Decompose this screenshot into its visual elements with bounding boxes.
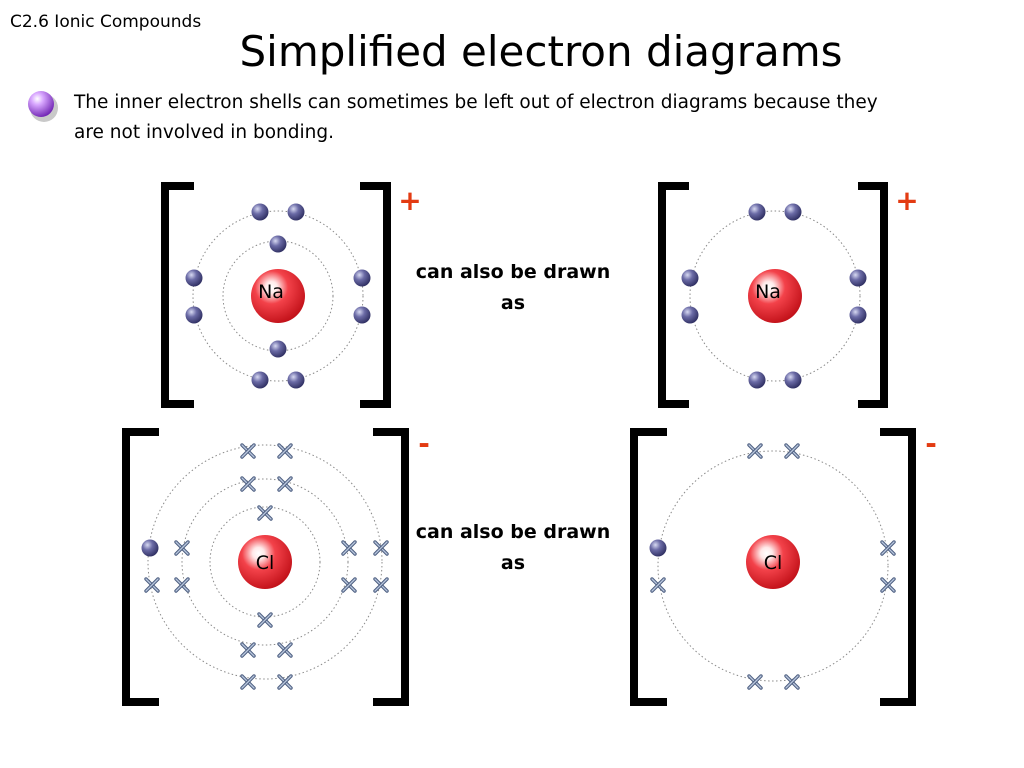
electron-shell-3	[147, 444, 383, 680]
electron-cross	[240, 443, 256, 459]
electron-dot	[849, 269, 867, 287]
chlorine-charge-label: -	[418, 427, 430, 460]
electron-dot	[185, 306, 203, 324]
electron-dot	[353, 306, 371, 324]
left-bracket	[122, 428, 159, 706]
electron-cross-group	[144, 443, 389, 690]
electron-cross	[257, 612, 273, 628]
electron-cross	[341, 577, 357, 593]
chlorine-symbol: Cl	[256, 552, 275, 574]
chlorine-relation-line-2: as	[501, 552, 525, 574]
right-bracket	[373, 428, 409, 706]
electron-cross	[277, 443, 293, 459]
electron-dot	[784, 203, 802, 221]
electron-cross	[650, 577, 666, 593]
chloride-ion-simplified-diagram: - Cl	[630, 427, 937, 706]
sodium-symbol: Na	[258, 281, 284, 303]
sodium-ion-simplified-diagram: + Na	[658, 182, 919, 408]
sodium-charge-label: +	[398, 184, 421, 217]
gained-electron-dot	[649, 539, 667, 557]
electron-dot	[681, 269, 699, 287]
electron-dot	[748, 203, 766, 221]
right-bracket	[360, 182, 391, 408]
electron-cross	[784, 674, 800, 690]
electron-shell-2	[181, 478, 349, 646]
electron-cross	[240, 642, 256, 658]
electron-dot	[849, 306, 867, 324]
electron-cross	[880, 540, 896, 556]
electron-cross	[257, 505, 273, 521]
sodium-relation-line-1: can also be drawn	[416, 261, 611, 283]
electron-cross	[747, 443, 763, 459]
electron-cross	[277, 476, 293, 492]
electron-dot	[287, 371, 305, 389]
chlorine-relation-line-1: can also be drawn	[416, 521, 611, 543]
electron-cross	[277, 674, 293, 690]
chlorine-nucleus	[238, 535, 292, 589]
electron-cross	[373, 540, 389, 556]
electron-cross	[174, 577, 190, 593]
electron-cross	[240, 476, 256, 492]
electron-cross	[144, 577, 160, 593]
electron-dot-group	[681, 203, 867, 389]
electron-shell-outer	[657, 450, 889, 682]
electron-cross	[784, 443, 800, 459]
electron-cross	[341, 540, 357, 556]
electron-dot	[251, 203, 269, 221]
right-bracket	[858, 182, 888, 408]
electron-cross	[240, 674, 256, 690]
sodium-nucleus	[251, 269, 305, 323]
electron-dot	[748, 371, 766, 389]
electron-shell-1	[222, 240, 334, 352]
sodium-relation-line-2: as	[501, 292, 525, 314]
page-title: Simplified electron diagrams	[240, 27, 843, 76]
electron-cross	[747, 674, 763, 690]
right-bracket	[880, 428, 916, 706]
electron-shell-outer	[689, 210, 861, 382]
electron-dot	[269, 340, 287, 358]
left-bracket	[630, 428, 667, 706]
purple-sphere-bullet-icon	[28, 91, 58, 122]
chloride-ion-full-diagram: - Cl	[122, 427, 430, 706]
sodium-simplified-charge-label: +	[895, 184, 918, 217]
electron-dot	[681, 306, 699, 324]
bullet-text-line-1: The inner electron shells can sometimes …	[73, 92, 878, 113]
electron-dot	[185, 269, 203, 287]
gained-electron-dot	[141, 539, 159, 557]
electron-dot	[269, 235, 287, 253]
electron-shell-2	[192, 210, 364, 382]
electron-dot	[287, 203, 305, 221]
electron-cross	[373, 577, 389, 593]
chlorine-simplified-charge-label: -	[925, 427, 937, 460]
sodium-simplified-symbol: Na	[755, 281, 781, 303]
sodium-nucleus	[748, 269, 802, 323]
electron-dot	[353, 269, 371, 287]
electron-dot	[784, 371, 802, 389]
sodium-ion-full-diagram: + Na	[161, 182, 422, 408]
electron-cross	[277, 642, 293, 658]
electron-shell-1	[209, 506, 321, 618]
electron-cross	[880, 577, 896, 593]
electron-dot-group	[185, 203, 371, 389]
left-bracket	[658, 182, 689, 408]
left-bracket	[161, 182, 194, 408]
chlorine-nucleus	[746, 535, 800, 589]
electron-dot	[251, 371, 269, 389]
chlorine-simplified-symbol: Cl	[764, 552, 783, 574]
bullet-text-line-2: are not involved in bonding.	[74, 122, 334, 143]
topic-label: C2.6 Ionic Compounds	[10, 12, 201, 32]
electron-cross	[174, 540, 190, 556]
electron-cross-group	[650, 443, 896, 690]
